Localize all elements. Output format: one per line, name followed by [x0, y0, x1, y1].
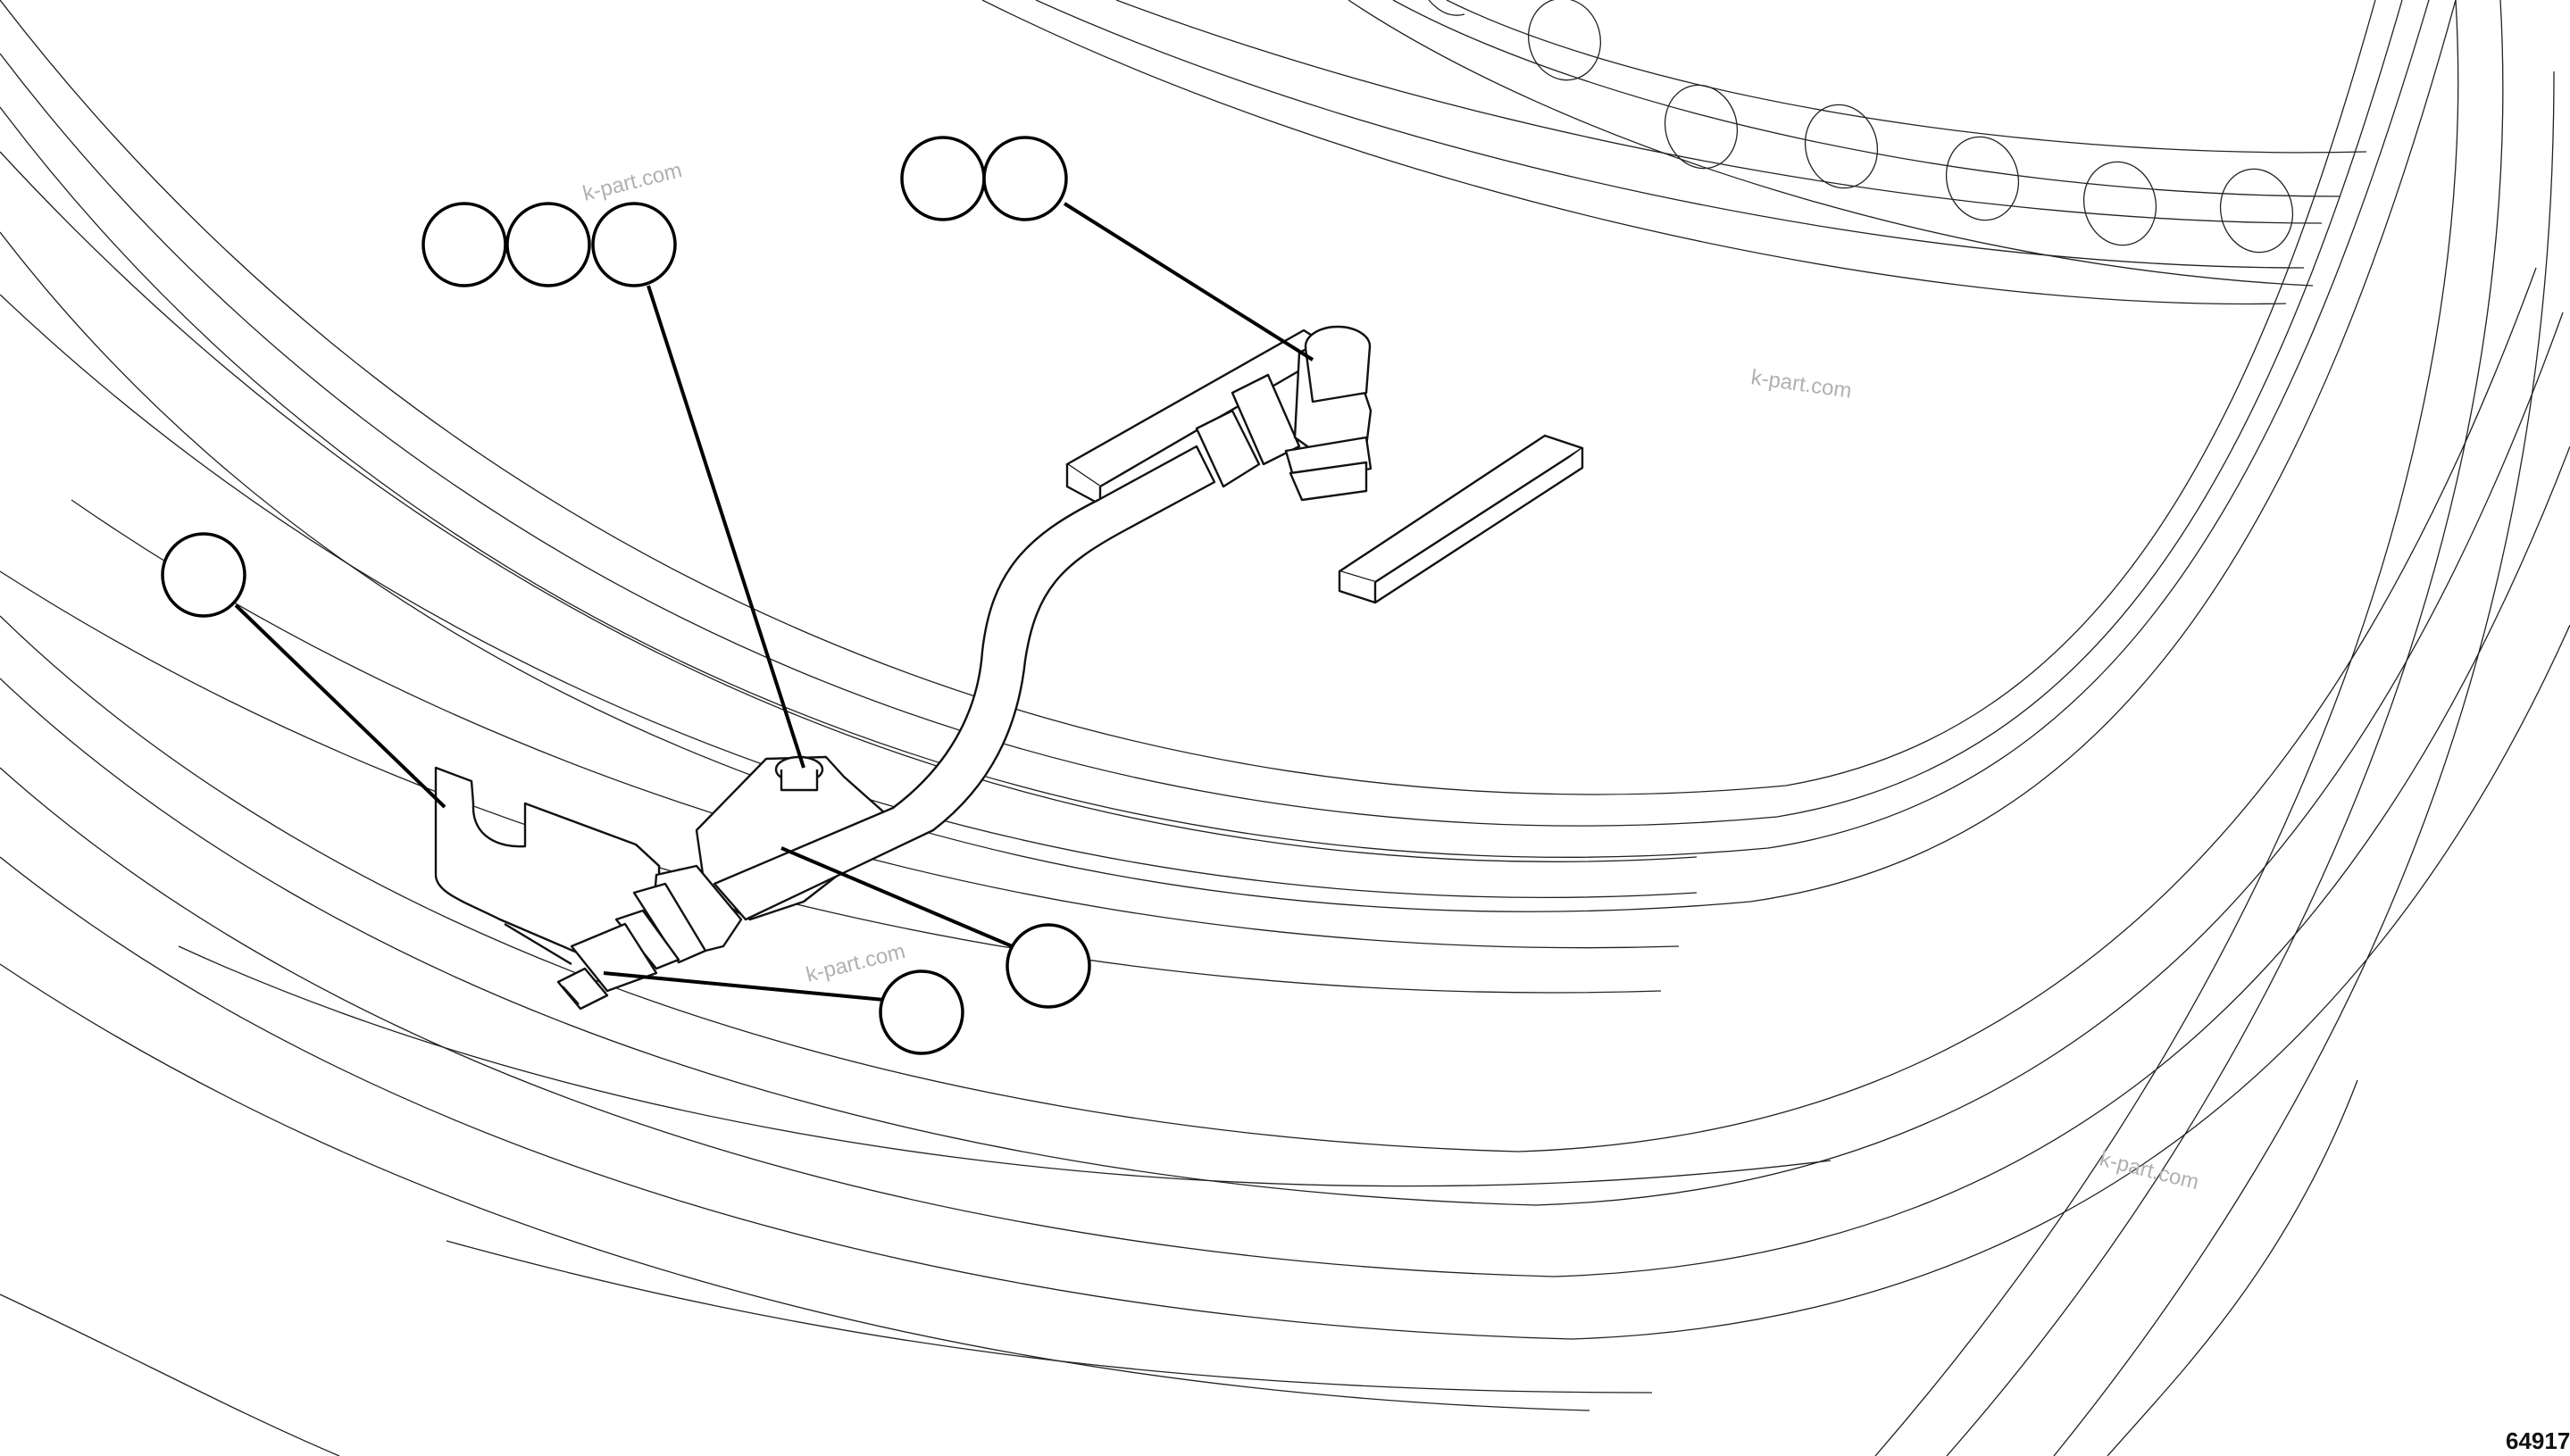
callout-circle [421, 202, 507, 287]
callout-circle-left [161, 532, 246, 618]
upper-fitting [1284, 325, 1373, 502]
callout-circle-right [1005, 923, 1091, 1009]
leader-lines [234, 202, 1314, 1002]
drum-holes [1428, 0, 2294, 254]
watermark: k-part.com [2098, 1147, 2202, 1195]
callout-group-upper-right [900, 136, 1068, 221]
watermark: k-part.com [1749, 365, 1853, 404]
callout-circle-bottom [879, 969, 964, 1055]
callout-circle [982, 136, 1068, 221]
callout-circle [900, 136, 986, 221]
figure-number: 64917 [2506, 1427, 2570, 1454]
watermark: k-part.com [580, 158, 685, 206]
callout-circle [591, 202, 677, 287]
callout-group-upper-left [421, 202, 677, 287]
watermark: k-part.com [804, 939, 908, 987]
wedge-blocks [1065, 329, 1584, 604]
brake-hose [713, 373, 1301, 921]
lower-fitting [556, 864, 743, 1011]
callout-circle [505, 202, 591, 287]
